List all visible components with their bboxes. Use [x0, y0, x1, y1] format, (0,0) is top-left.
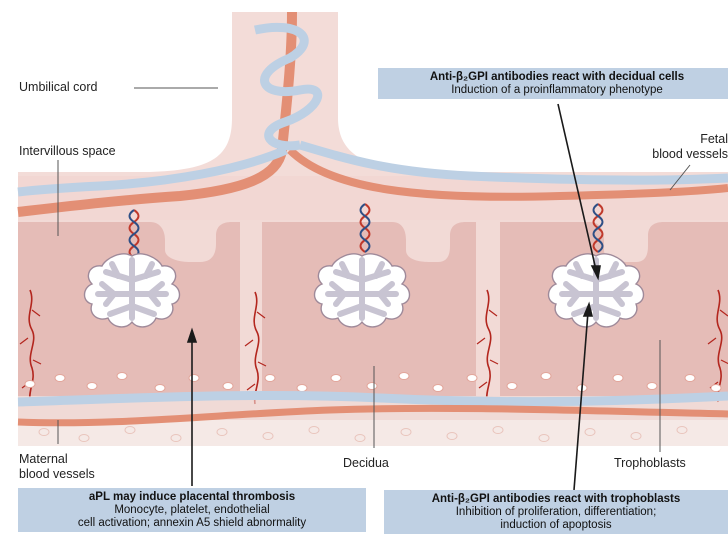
fetal-vessels-label: Fetal blood vessels [628, 132, 728, 162]
callout-thrombosis-line2: Monocyte, platelet, endothelial [22, 504, 362, 517]
fetal-label-line1: Fetal [628, 132, 728, 147]
maternal-vein [18, 395, 728, 402]
callout-thrombosis: aPL may induce placental thrombosis Mono… [18, 488, 366, 532]
maternal-label-line1: Maternal [19, 452, 95, 467]
callout-trophoblasts-line2: Inhibition of proliferation, differentia… [388, 506, 724, 519]
maternal-label-line2: blood vessels [19, 467, 95, 482]
callout-decidual-title: Anti-β₂GPI antibodies react with decidua… [382, 71, 728, 84]
fetal-label-line2: blood vessels [628, 147, 728, 162]
callout-decidual-body: Induction of a proinflammatory phenotype [382, 84, 728, 97]
maternal-vessels-label: Maternal blood vessels [19, 452, 95, 482]
callout-trophoblasts-title: Anti-β₂GPI antibodies react with trophob… [388, 493, 724, 506]
callout-thrombosis-line3: cell activation; annexin A5 shield abnor… [22, 517, 362, 530]
callout-trophoblasts-line3: induction of apoptosis [388, 519, 724, 532]
intervillous-space-label: Intervillous space [19, 144, 116, 159]
umbilical-cord-label: Umbilical cord [19, 80, 98, 95]
trophoblasts-label: Trophoblasts [614, 456, 686, 471]
decidua-label: Decidua [343, 456, 389, 471]
callout-decidual-cells: Anti-β₂GPI antibodies react with decidua… [378, 68, 728, 99]
callout-trophoblasts: Anti-β₂GPI antibodies react with trophob… [384, 490, 728, 534]
callout-thrombosis-title: aPL may induce placental thrombosis [22, 491, 362, 504]
